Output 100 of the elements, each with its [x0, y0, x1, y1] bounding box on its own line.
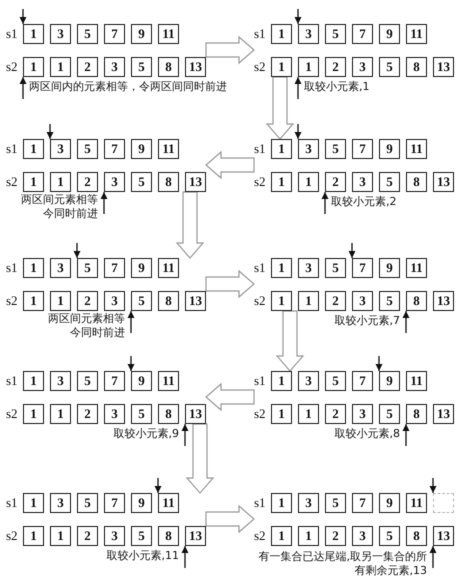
array-cell: 11 [406, 371, 427, 391]
array-cell: 1 [271, 493, 292, 513]
array-cell: 2 [77, 526, 98, 546]
array-cell: 11 [406, 493, 427, 513]
array-cell: 3 [104, 291, 125, 311]
array-cell: 3 [104, 526, 125, 546]
array-cell: 2 [77, 57, 98, 77]
array-cell: 7 [104, 371, 125, 391]
step-note: 两区间元素相等今同时前进 [47, 312, 125, 340]
pointer-arrow [128, 311, 134, 333]
array-cell: 1 [50, 172, 71, 192]
array-cell: 3 [298, 371, 319, 391]
array-cell: 1 [23, 526, 44, 546]
pointer-arrow [376, 356, 382, 371]
array-cell: 11 [406, 139, 427, 159]
array-cell: 1 [271, 526, 292, 546]
array-cell: 11 [158, 24, 179, 44]
pointer-arrow [128, 356, 134, 371]
array-cell: 2 [77, 404, 98, 424]
array-cell: 8 [406, 404, 427, 424]
array-cell: 5 [131, 404, 152, 424]
array-cell: 8 [406, 526, 427, 546]
array-cell: 5 [77, 371, 98, 391]
array-cell: 3 [104, 404, 125, 424]
array-cell: 2 [325, 291, 346, 311]
array-cell: 1 [50, 291, 71, 311]
pointer-arrow [182, 546, 188, 568]
array-cell: 3 [50, 24, 71, 44]
row-label: s2 [254, 58, 266, 76]
step-note: 取较小元素,2 [331, 195, 396, 209]
array-cell: 1 [23, 258, 44, 278]
array-cell: 5 [325, 139, 346, 159]
step-note: 取较小元素,11 [106, 549, 179, 563]
array-cell: 3 [352, 172, 373, 192]
array-cell: 3 [50, 258, 71, 278]
array-cell: 11 [158, 371, 179, 391]
array-cell: 5 [325, 258, 346, 278]
row-label: s2 [254, 173, 266, 191]
array-cell: 11 [158, 139, 179, 159]
pointer-arrow [348, 243, 356, 258]
row-label: s2 [6, 58, 18, 76]
pointer-arrow [154, 478, 162, 493]
array-cell: 1 [23, 404, 44, 424]
array-cell: 2 [325, 526, 346, 546]
block-arrow [205, 270, 255, 298]
step-note: 取较小元素,8 [334, 427, 400, 441]
row-label: s2 [254, 405, 266, 423]
array-cell: 8 [158, 291, 179, 311]
pointer-arrow [430, 546, 436, 568]
array-cell: 1 [23, 371, 44, 391]
array-cell: 3 [298, 493, 319, 513]
block-arrow [276, 310, 304, 372]
array-cell: 5 [379, 172, 400, 192]
array-cell: 1 [298, 404, 319, 424]
row-label: s2 [6, 173, 18, 191]
row-label: s1 [6, 259, 18, 277]
row-label: s1 [254, 140, 266, 158]
array-cell: 5 [379, 291, 400, 311]
array-cell: 5 [77, 139, 98, 159]
row-label: s1 [6, 494, 18, 512]
array-cell: 11 [158, 493, 179, 513]
array-cell: 13 [185, 404, 206, 424]
row-label: s1 [254, 372, 266, 390]
array-cell: 3 [104, 172, 125, 192]
array-cell: 7 [104, 139, 125, 159]
array-cell: 9 [131, 24, 152, 44]
pointer-arrow [294, 77, 302, 99]
array-cell: 1 [23, 24, 44, 44]
array-cell: 3 [298, 24, 319, 44]
array-cell: 9 [131, 139, 152, 159]
step-note: 两区间内的元素相等，令两区间同时前进 [29, 80, 227, 94]
array-cell: 2 [325, 57, 346, 77]
array-cell: 3 [352, 526, 373, 546]
array-cell: 1 [271, 371, 292, 391]
pointer-arrow [74, 243, 80, 258]
block-arrow [205, 36, 255, 64]
array-cell: 9 [379, 371, 400, 391]
pointer-arrow [402, 311, 410, 333]
array-cell: 1 [23, 493, 44, 513]
array-cell: 11 [406, 258, 427, 278]
array-cell: 5 [77, 258, 98, 278]
array-cell: 3 [104, 57, 125, 77]
array-cell: 5 [325, 371, 346, 391]
pointer-arrow [20, 77, 26, 99]
array-cell: 5 [77, 24, 98, 44]
array-cell: 1 [50, 526, 71, 546]
array-cell: 9 [379, 139, 400, 159]
array-cell: 5 [325, 24, 346, 44]
array-cell: 13 [185, 57, 206, 77]
array-cell: 1 [23, 139, 44, 159]
row-label: s1 [254, 25, 266, 43]
pointer-arrow [430, 478, 436, 493]
array-cell: 1 [271, 57, 292, 77]
array-cell: 13 [185, 526, 206, 546]
row-label: s2 [6, 527, 18, 545]
array-cell: 8 [158, 172, 179, 192]
array-cell: 8 [406, 172, 427, 192]
array-cell: 11 [158, 258, 179, 278]
array-cell: 1 [271, 258, 292, 278]
array-cell: 1 [50, 404, 71, 424]
